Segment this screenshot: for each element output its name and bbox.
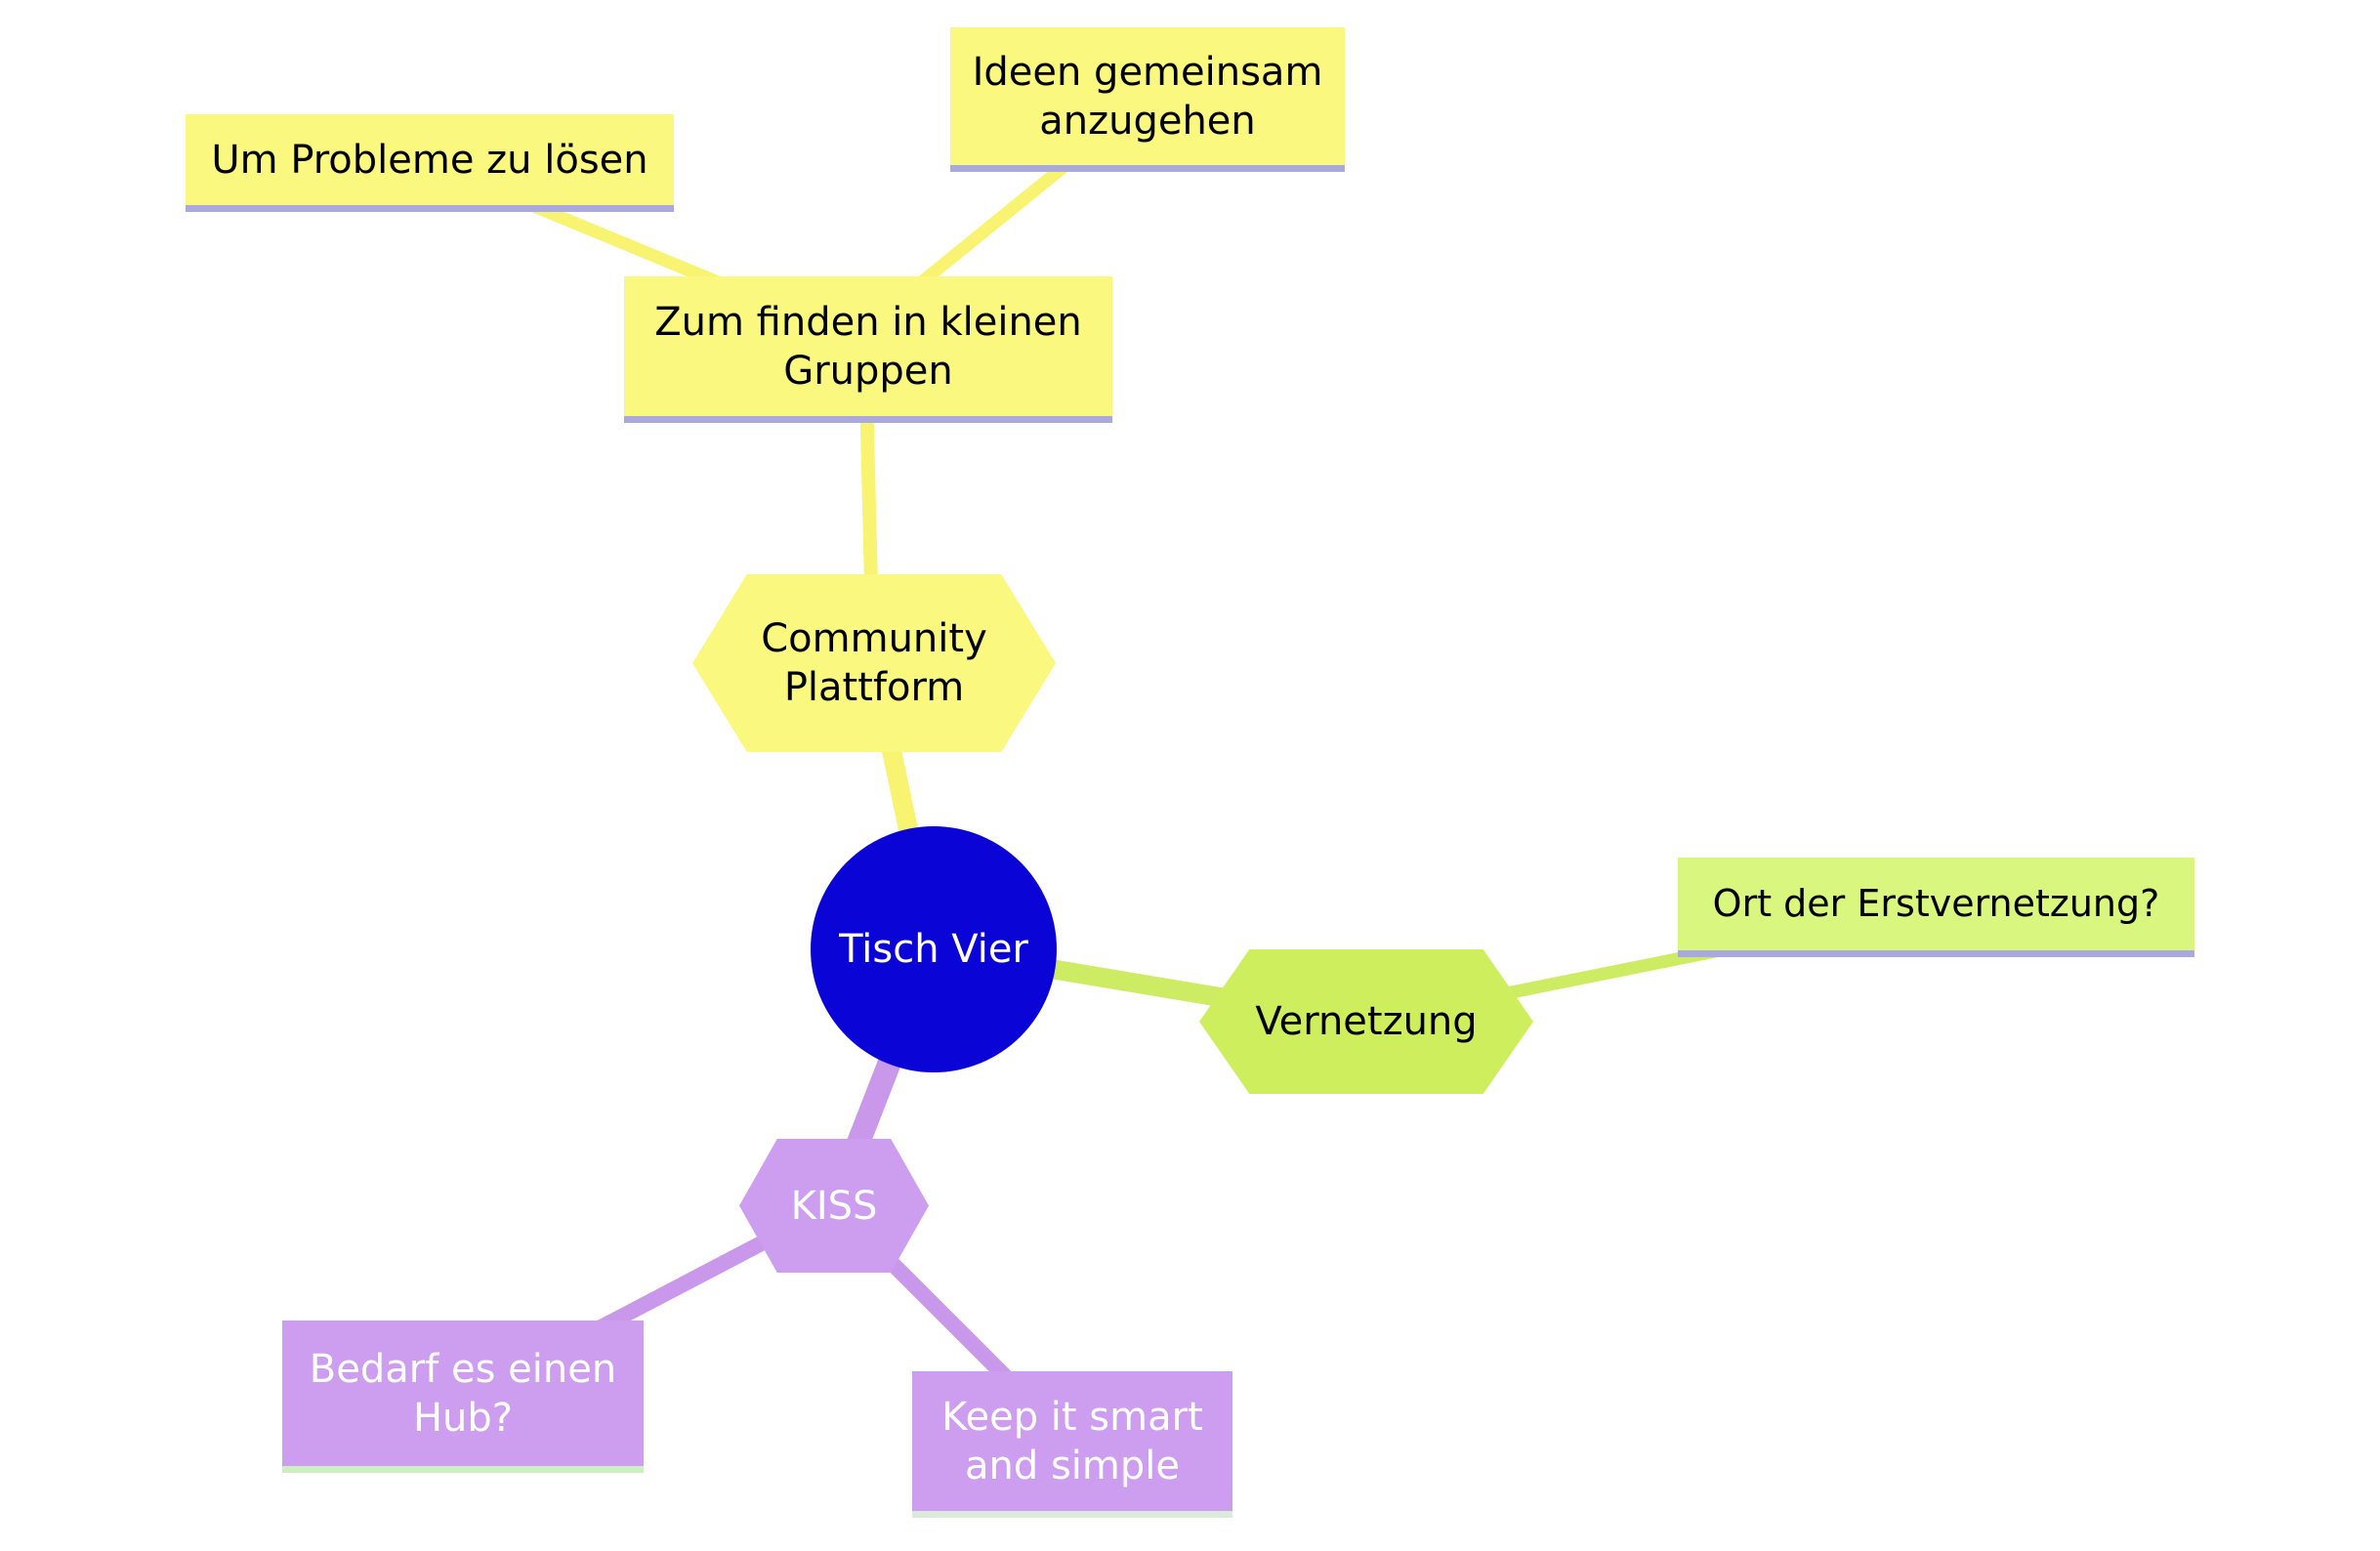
node-um-probleme[interactable]: Um Probleme zu lösen [186,114,674,212]
node-label: Bedarf es einen Hub? [309,1346,617,1441]
node-vernetzung[interactable]: Vernetzung [1199,949,1533,1094]
node-ort-erstvernetzung[interactable]: Ort der Erstvernetzung? [1678,858,2194,957]
node-label: Keep it smart and simple [941,1394,1203,1488]
node-label: Vernetzung [1255,999,1478,1044]
node-label: Um Probleme zu lösen [211,137,648,183]
node-bedarf-hub[interactable]: Bedarf es einen Hub? [282,1320,644,1473]
node-label: Ort der Erstvernetzung? [1712,881,2160,925]
node-label: Community Plattform [761,616,987,710]
node-label: Tisch Vier [839,927,1028,972]
node-label: Zum finden in kleinen Gruppen [654,299,1082,394]
node-tisch-vier[interactable]: Tisch Vier [811,826,1057,1072]
node-zum-finden[interactable]: Zum finden in kleinen Gruppen [624,276,1112,423]
node-ideen[interactable]: Ideen gemeinsam anzugehen [950,27,1345,172]
edge-zumfinden-ideen [903,160,1069,299]
node-kiss[interactable]: KISS [739,1139,929,1273]
node-label: KISS [790,1183,878,1229]
node-keep-it-smart[interactable]: Keep it smart and simple [912,1371,1232,1518]
node-label: Ideen gemeinsam anzugehen [972,49,1323,144]
node-community-plattform[interactable]: Community Plattform [692,574,1056,752]
